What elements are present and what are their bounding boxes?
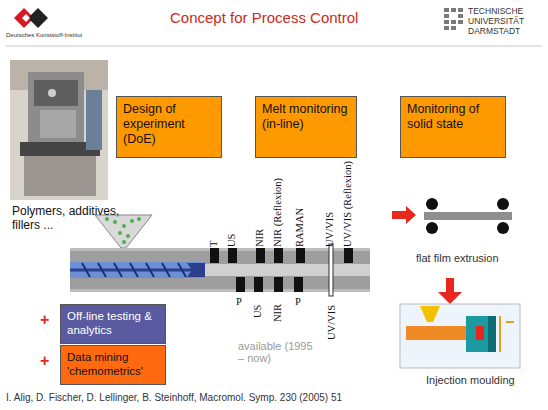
node-text: Melt monitoring (in-line) xyxy=(262,102,350,132)
plus-sign: + xyxy=(40,311,54,329)
logo-text: Deutsches Kunststoff-Institut xyxy=(6,32,86,38)
logo-text: TECHNISCHE UNIVERSITÄT DARMSTADT xyxy=(468,6,532,36)
method-box: Data mining 'chemometrics' xyxy=(60,345,166,385)
sensor-label: NIR xyxy=(254,229,266,247)
extruder-barrel xyxy=(70,244,370,296)
node-text: Monitoring of solid state xyxy=(407,102,499,132)
hopper xyxy=(95,215,152,248)
sensor-label: UV/VIS xyxy=(324,212,336,247)
flat-film-line xyxy=(392,198,512,234)
process-box: Design of experiment (DoE) xyxy=(116,96,222,158)
node-text: Design of experiment (DoE) xyxy=(123,102,215,147)
sensor-label: US xyxy=(226,234,238,247)
injection-moulding-machine xyxy=(400,278,520,368)
plus-sign: + xyxy=(40,352,54,370)
process-box: Monitoring of solid state xyxy=(400,96,506,158)
sensor-label: UV/VIS xyxy=(326,305,338,340)
extruder-photo xyxy=(10,60,108,200)
sensor-label: P xyxy=(295,296,301,307)
process-label: Injection moulding xyxy=(426,374,546,386)
sensor-label: NIR (Reflexion) xyxy=(272,178,284,247)
method-box: Off-line testing & analytics xyxy=(60,304,166,344)
sensor-label: RAMAN xyxy=(294,208,306,247)
note: available (1995 – now) xyxy=(238,340,318,364)
node-text: Data mining 'chemometrics' xyxy=(67,351,159,379)
header-rule xyxy=(6,46,542,47)
sensor-label: T xyxy=(208,241,220,247)
process-box: Melt monitoring (in-line) xyxy=(255,96,357,158)
slide-title: Concept for Process Control xyxy=(170,9,358,26)
tu-logo xyxy=(444,8,463,30)
sensor-label: P xyxy=(236,296,242,307)
node-text: Off-line testing & analytics xyxy=(67,310,159,338)
process-label: flat film extrusion xyxy=(416,252,536,264)
dki-logo xyxy=(14,8,48,28)
sensor-label: US xyxy=(252,305,264,318)
sensor-label: UV/VIS (Reflexion) xyxy=(342,161,354,247)
input-label: Polymers, additives, fillers ... xyxy=(12,204,134,232)
citation: I. Alig, D. Fischer, D. Lellinger, B. St… xyxy=(6,392,546,403)
sensor-label: NIR xyxy=(272,304,284,322)
